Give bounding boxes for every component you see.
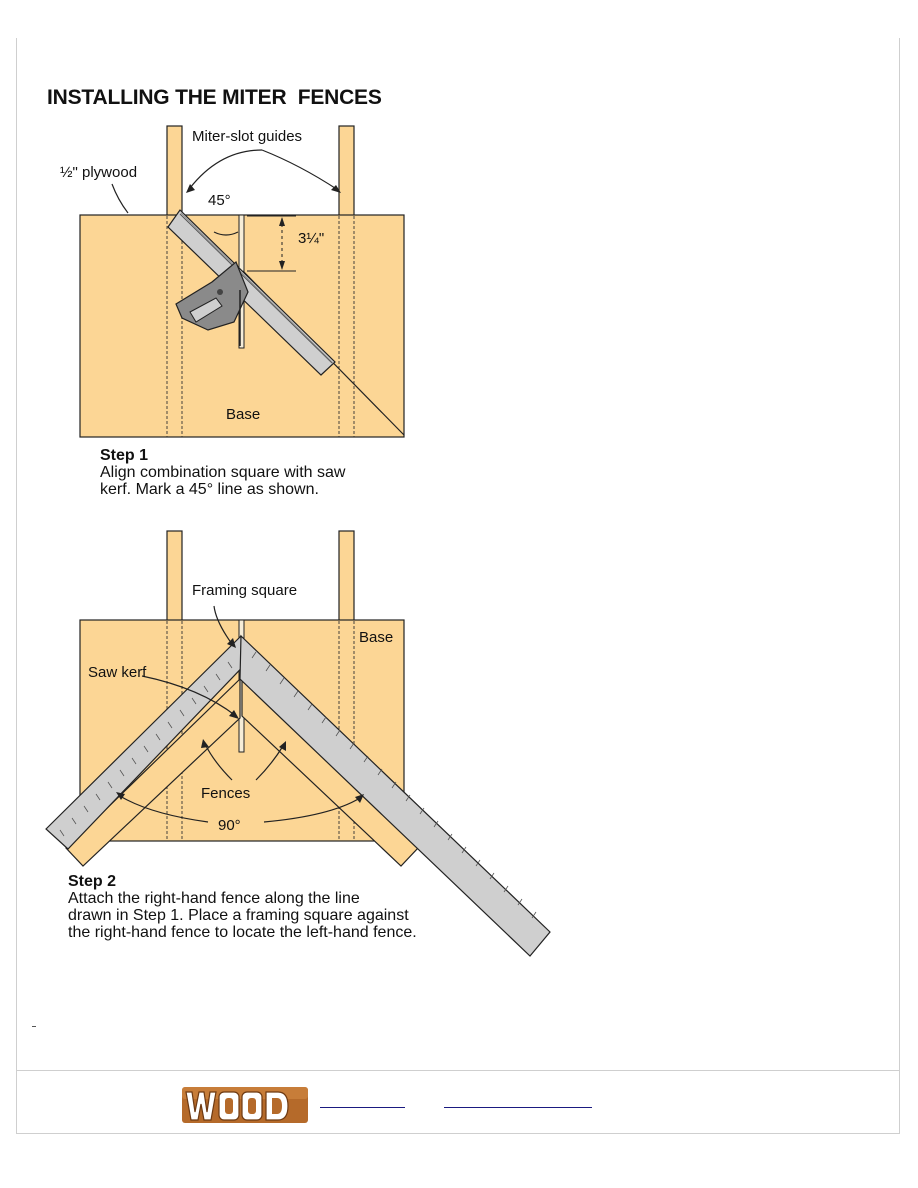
step1-right-guide [338, 125, 355, 217]
step1-left-guide [166, 125, 183, 217]
label-step1-base: Base [226, 406, 261, 423]
label-framing-square: Framing square [192, 582, 298, 599]
step1-text-line2: kerf. Mark a 45° line as shown. [100, 481, 319, 498]
footer-divider [16, 1070, 900, 1071]
step2-left-guide [166, 530, 183, 622]
step2-square-right-leg [239, 634, 551, 957]
label-saw-kerf: Saw kerf [88, 664, 147, 681]
footer-link-2[interactable] [444, 1094, 592, 1108]
step2-heading: Step 2 [68, 873, 117, 890]
step2-text-line2: drawn in Step 1. Place a framing square … [68, 907, 409, 924]
wood-magazine-logo-icon[interactable] [182, 1084, 308, 1126]
label-90-degrees: 90° [218, 817, 241, 834]
page-frame [16, 38, 900, 1134]
stray-mark [32, 1026, 36, 1027]
label-dimension: 3¼" [298, 230, 325, 247]
step2-right-guide [338, 530, 355, 622]
label-step2-base: Base [359, 629, 394, 646]
step2-left-fence [65, 677, 241, 867]
step1-text-line1: Align combination square with saw [100, 464, 346, 481]
step2-text-line1: Attach the right-hand fence along the li… [68, 890, 360, 907]
step1-illustration [79, 125, 405, 438]
step2-text-line3: the right-hand fence to locate the left-… [68, 924, 417, 941]
footer-link-1[interactable] [320, 1094, 405, 1108]
label-miter-slot-guides: Miter-slot guides [192, 128, 303, 145]
step1-heading: Step 1 [100, 447, 149, 464]
step2-illustration [45, 530, 551, 957]
label-plywood: ½" plywood [60, 164, 138, 181]
label-fences: Fences [201, 785, 251, 802]
page-title: INSTALLING THE MITER FENCES [47, 86, 382, 109]
label-45-degrees: 45° [208, 192, 231, 209]
miter-fence-diagram [45, 125, 551, 957]
step1-square-blade [167, 209, 336, 376]
